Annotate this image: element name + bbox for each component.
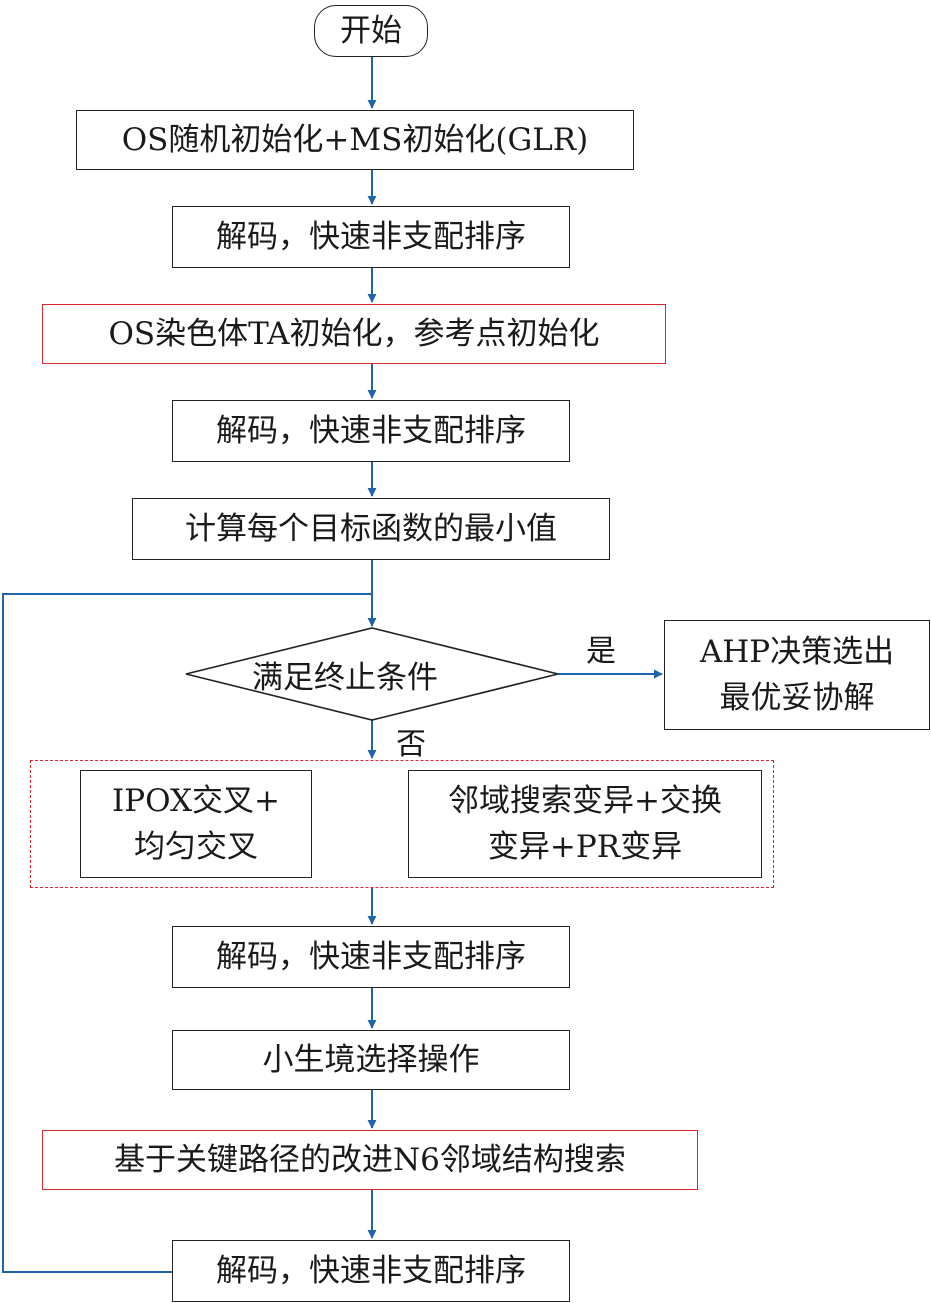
decode-label-3: 解码，快速非支配排序 — [216, 939, 526, 975]
n6-search-box: 基于关键路径的改进N6邻域结构搜索 — [42, 1130, 698, 1190]
yes-label: 是 — [586, 634, 616, 669]
condition-label: 满足终止条件 — [252, 660, 438, 696]
niche-selection-box: 小生境选择操作 — [172, 1030, 570, 1090]
decode-box-1: 解码，快速非支配排序 — [172, 206, 570, 268]
loop-back-connector — [2, 593, 372, 1273]
init-label: OS随机初始化+MS初始化(GLR) — [121, 122, 589, 158]
decode-box-2: 解码，快速非支配排序 — [172, 400, 570, 462]
ta-init-box: OS染色体TA初始化，参考点初始化 — [42, 304, 666, 364]
decision-diamond — [185, 627, 559, 721]
mutation-box: 邻域搜索变异+交换 变异+PR变异 — [408, 770, 762, 878]
decode-label-1: 解码，快速非支配排序 — [216, 219, 526, 255]
decode-box-3: 解码，快速非支配排序 — [172, 926, 570, 988]
crossover-box: IPOX交叉+ 均匀交叉 — [80, 770, 312, 878]
decode-label-4: 解码，快速非支配排序 — [216, 1253, 526, 1289]
decode-box-4: 解码，快速非支配排序 — [172, 1240, 570, 1302]
ahp-label-line2: 最优妥协解 — [719, 680, 875, 716]
crossover-label-line1: IPOX交叉+ — [111, 783, 281, 819]
n6-search-label: 基于关键路径的改进N6邻域结构搜索 — [114, 1142, 626, 1178]
min-objective-box: 计算每个目标函数的最小值 — [132, 498, 610, 560]
mutation-label-line2: 变异+PR变异 — [487, 829, 683, 865]
min-objective-label: 计算每个目标函数的最小值 — [185, 511, 557, 547]
genetic-operators-group — [30, 760, 774, 888]
crossover-label-line2: 均匀交叉 — [134, 829, 258, 865]
init-box: OS随机初始化+MS初始化(GLR) — [76, 110, 634, 170]
ahp-box: AHP决策选出 最优妥协解 — [664, 620, 930, 730]
mutation-label-line1: 邻域搜索变异+交换 — [448, 783, 722, 819]
start-label: 开始 — [340, 13, 402, 49]
decode-label-2: 解码，快速非支配排序 — [216, 413, 526, 449]
start-node: 开始 — [314, 5, 428, 57]
no-label: 否 — [396, 727, 426, 762]
ahp-label-line1: AHP决策选出 — [699, 634, 895, 670]
ta-init-label: OS染色体TA初始化，参考点初始化 — [108, 316, 600, 352]
niche-selection-label: 小生境选择操作 — [262, 1042, 480, 1078]
